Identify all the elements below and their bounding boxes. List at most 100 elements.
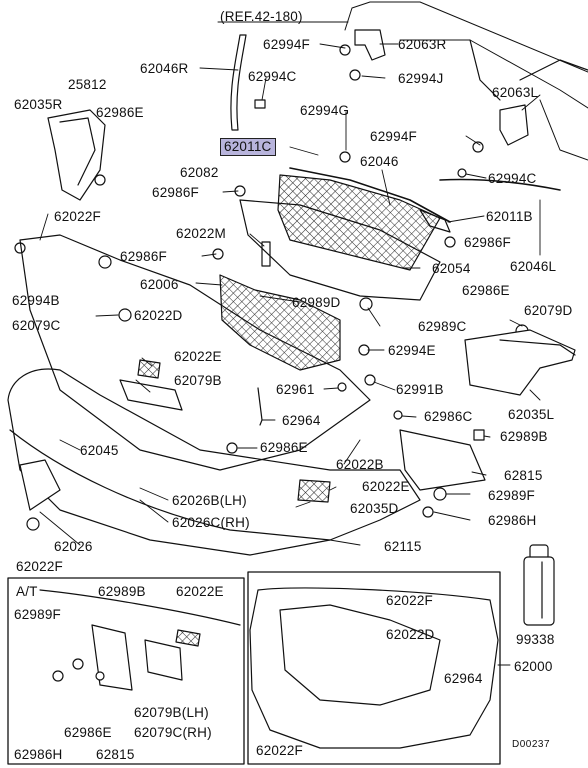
label-62815-b: 62815 (96, 747, 135, 762)
clip-62991B (364, 374, 376, 386)
part-62006-lower-grille (219, 274, 341, 371)
label-62989C: 62989C (418, 319, 467, 334)
label-62022D-b: 62022D (386, 627, 435, 642)
part-62079D (499, 339, 576, 356)
inset-at-clip-62986E (95, 671, 105, 681)
hood-outline (344, 1, 588, 161)
label-62994C-a: 62994C (248, 69, 297, 84)
label-62011C-highlighted: 62011C (220, 138, 276, 156)
part-62063L-bracket (499, 104, 529, 146)
clip-62022F-a (98, 255, 112, 269)
part-99338-bottle (523, 544, 555, 626)
label-62989F-a: 62989F (488, 488, 535, 503)
clip-62986F-c (444, 236, 456, 248)
clip-62994E (358, 344, 370, 356)
part-62022E-grille-b (297, 479, 331, 503)
label-62022E-a: 62022E (174, 349, 222, 364)
label-62022M: 62022M (176, 226, 226, 241)
label-62054: 62054 (432, 261, 471, 276)
label-62079B-lh: 62079B(LH) (134, 705, 209, 720)
label-62115: 62115 (384, 539, 422, 554)
inset-at-bezel (144, 639, 183, 681)
part-62022E-grille (137, 359, 161, 379)
part-62115-lower-lip (9, 429, 331, 541)
label-62063R: 62063R (398, 37, 447, 52)
part-62079C-reinforcement (19, 234, 371, 471)
label-62035L: 62035L (508, 407, 555, 422)
clip-62989B-a (473, 429, 485, 441)
clip-62994F-b (472, 141, 484, 153)
part-62026-valance (19, 459, 61, 511)
label-62994B: 62994B (12, 293, 60, 308)
clip-62986C (393, 410, 403, 420)
label-62994E: 62994E (388, 343, 436, 358)
label-62989B-b: 62989B (98, 584, 146, 599)
clip-62994F-a (339, 44, 351, 56)
label-62986E-d: 62986E (64, 725, 112, 740)
label-62006: 62006 (140, 277, 179, 292)
clip-62989C (359, 297, 373, 311)
part-62045-bumper-fascia (7, 368, 421, 556)
inset-bumper-detail (279, 604, 441, 706)
leader-lines (39, 43, 541, 546)
label-62011B: 62011B (486, 209, 533, 224)
clip-62961 (337, 382, 347, 392)
label-62045: 62045 (80, 443, 119, 458)
clip-62994C-a (254, 99, 266, 109)
label-62082: 62082 (180, 165, 219, 180)
label-62994F-b: 62994F (370, 129, 417, 144)
label-62961: 62961 (276, 382, 315, 397)
part-62815-plate (399, 429, 486, 491)
label-62079C-a: 62079C (12, 318, 61, 333)
diagram-code: D00237 (512, 739, 551, 750)
part-25812 (59, 117, 96, 186)
label-62989B-a: 62989B (500, 429, 548, 444)
label-62026: 62026 (54, 539, 93, 554)
part-62079B-bezel (119, 379, 183, 411)
fasteners (14, 44, 529, 531)
label-62964-a: 62964 (282, 413, 321, 428)
label-62022F-c: 62022F (386, 593, 433, 608)
label-62989D: 62989D (292, 295, 341, 310)
clip-62994B (14, 242, 26, 254)
inset-at-clip-62989F (72, 658, 84, 670)
label-62986E-c: 62986E (260, 440, 308, 455)
label-99338: 99338 (516, 632, 555, 647)
label-62022B: 62022B (336, 457, 384, 472)
clip-62986H-a (422, 506, 434, 518)
clip-62022D-a (118, 308, 132, 322)
part-62063R-bracket (354, 29, 386, 61)
label-62994G: 62994G (300, 103, 350, 118)
label-62986F-c: 62986F (120, 249, 167, 264)
label-62079D: 62079D (524, 303, 573, 318)
label-62079C-rh: 62079C(RH) (134, 725, 212, 740)
label-62026C-rh: 62026C(RH) (172, 515, 250, 530)
part-62022M (261, 241, 271, 267)
label-62046L: 62046L (510, 259, 557, 274)
label-62022E-b: 62022E (362, 479, 410, 494)
inset-at-plate-62815 (91, 624, 133, 691)
part-62046L-strip (439, 178, 561, 191)
label-62022F-b: 62022F (16, 559, 63, 574)
part-62035R-bracket (47, 109, 106, 201)
label-62046R: 62046R (140, 61, 189, 76)
label-62022D-a: 62022D (134, 308, 183, 323)
clip-62989F-a (433, 487, 447, 501)
label-62815-a: 62815 (504, 468, 543, 483)
clip-62986E-a (94, 174, 106, 186)
clip-62994C-b (457, 168, 467, 178)
label-62986H-b: 62986H (14, 747, 63, 762)
label-62986F-b: 62986F (464, 235, 511, 250)
label-25812: 25812 (68, 77, 107, 92)
label-62986C: 62986C (424, 409, 473, 424)
label-62994C-b: 62994C (488, 171, 537, 186)
inset-at-clip-62986H (52, 670, 64, 682)
part-62046-molding (289, 167, 451, 223)
label-62994J: 62994J (398, 71, 444, 86)
part-62035L-bracket (464, 329, 576, 396)
clip-62994G (339, 151, 351, 163)
label-62079B-a: 62079B (174, 373, 222, 388)
label-62026B-lh: 62026B(LH) (172, 493, 247, 508)
label-62991B: 62991B (396, 382, 444, 397)
